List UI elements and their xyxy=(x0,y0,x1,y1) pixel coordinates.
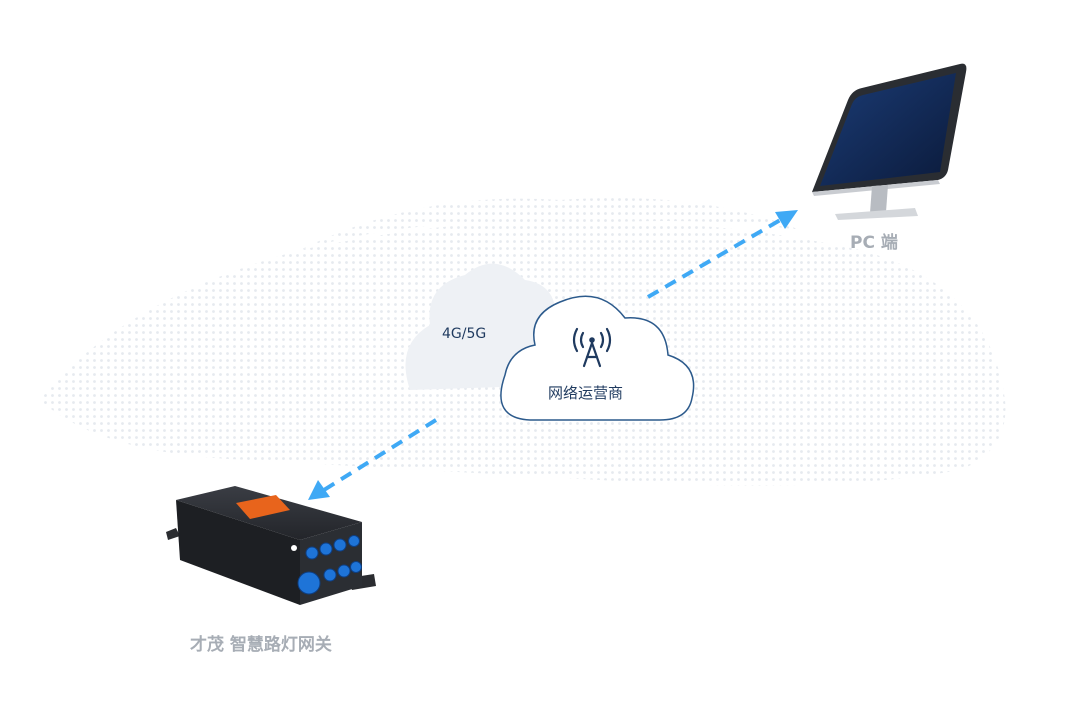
gateway-device-image xyxy=(166,486,376,605)
signal-tower-icon xyxy=(572,327,612,368)
pc-monitor-image xyxy=(812,63,967,220)
network-label: 4G/5G xyxy=(442,326,487,342)
pc-label: PC 端 xyxy=(850,233,898,253)
arrow-to-gateway xyxy=(308,418,438,500)
arrow-to-pc xyxy=(646,210,798,299)
gateway-label: 才茂 智慧路灯网关 xyxy=(190,635,332,655)
operator-label: 网络运营商 xyxy=(548,384,624,402)
